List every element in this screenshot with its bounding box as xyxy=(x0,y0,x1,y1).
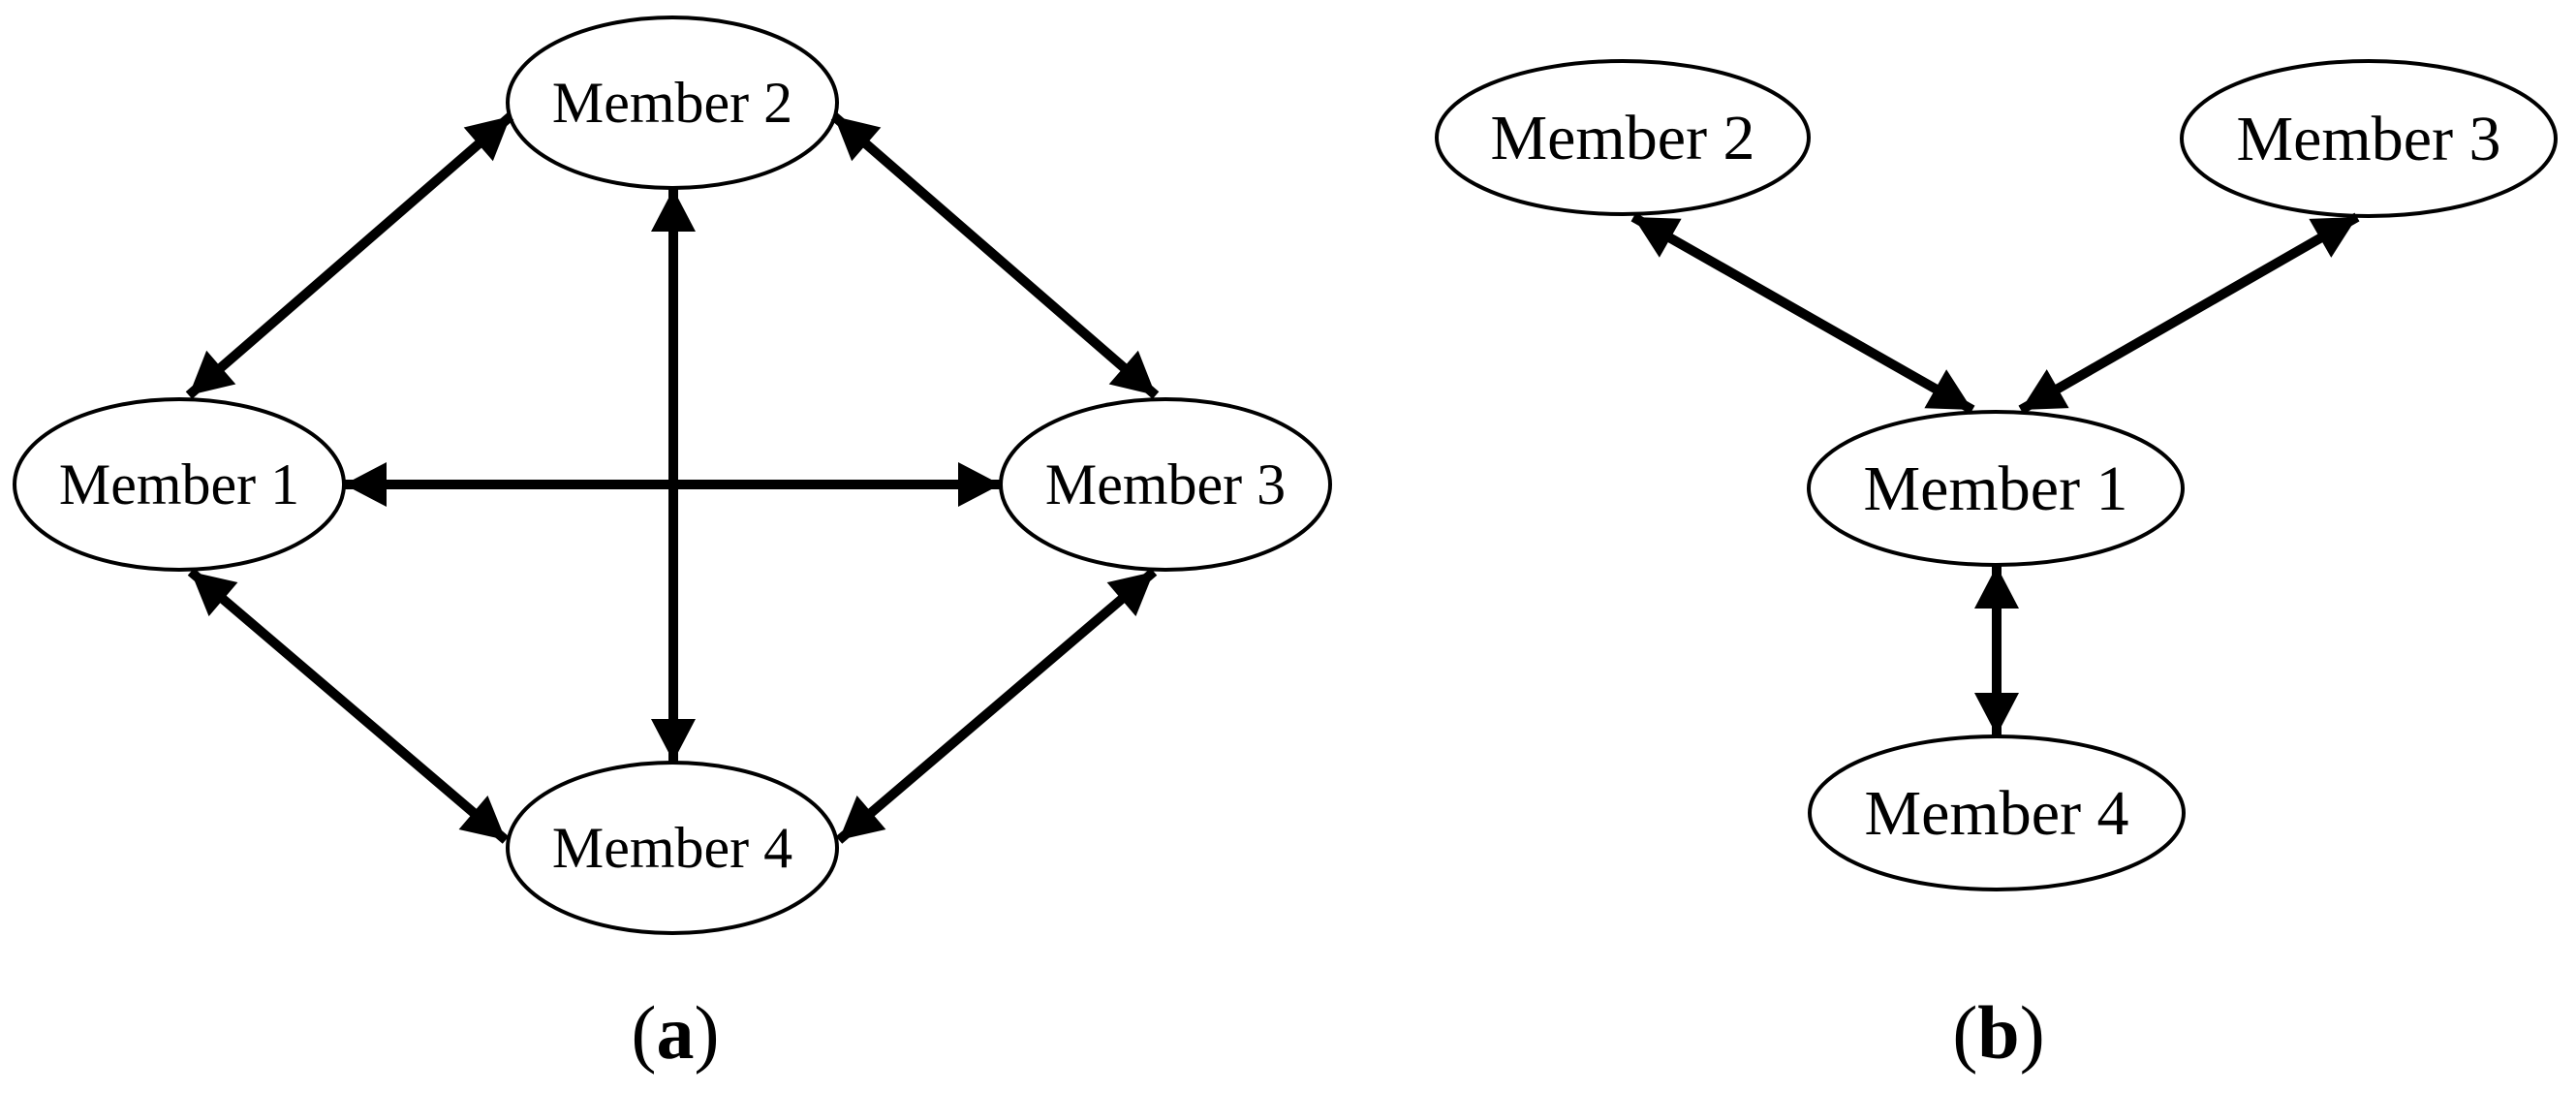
panel-a-caption-paren-open: ( xyxy=(632,990,657,1075)
node-label-member-3-panel-a: Member 3 xyxy=(1045,453,1286,516)
node-label-member-2-panel-a: Member 2 xyxy=(552,71,792,135)
node-member-3-panel-b xyxy=(2180,59,2558,218)
edge-member-3-member-4-panel-a xyxy=(835,568,1158,844)
panel-b-caption: (b) xyxy=(1952,990,2044,1075)
panel-b-caption-paren-open: ( xyxy=(1952,990,1977,1075)
node-label-member-4-panel-b: Member 4 xyxy=(1864,778,2128,849)
node-member-2-panel-a xyxy=(506,16,839,190)
edge-member-1-member-4-panel-a xyxy=(187,568,510,844)
node-label-member-1-panel-b: Member 1 xyxy=(1863,453,2127,524)
node-label-member-1-panel-a: Member 1 xyxy=(59,453,299,516)
panel-b-caption-letter: b xyxy=(1977,990,2019,1075)
node-member-4-panel-b xyxy=(1808,734,2186,891)
node-label-member-3-panel-b: Member 3 xyxy=(2236,104,2500,174)
panel-a-caption-paren-close: ) xyxy=(695,990,720,1075)
node-label-member-4-panel-a: Member 4 xyxy=(552,816,792,880)
panel-b-caption-paren-close: ) xyxy=(2020,990,2045,1075)
node-member-2-panel-b xyxy=(1435,59,1811,216)
node-label-member-2-panel-b: Member 2 xyxy=(1490,103,1754,173)
panel-b: Member 2 Member 3 Member 1 Member 4 xyxy=(1435,59,2558,891)
node-member-4-panel-a xyxy=(506,761,839,935)
edge-member-1-member-2-panel-a xyxy=(185,112,514,399)
edge-member-2-member-1-panel-b xyxy=(1630,212,1975,415)
edge-member-3-member-1-panel-b xyxy=(2018,212,2360,415)
edge-member-2-member-3-panel-a xyxy=(830,112,1160,399)
panel-a: Member 1 Member 2 Member 3 Member 4 xyxy=(13,16,1332,935)
node-member-1-panel-b xyxy=(1807,410,2185,567)
panel-a-caption: (a) xyxy=(632,990,720,1075)
panel-a-caption-letter: a xyxy=(657,990,695,1075)
